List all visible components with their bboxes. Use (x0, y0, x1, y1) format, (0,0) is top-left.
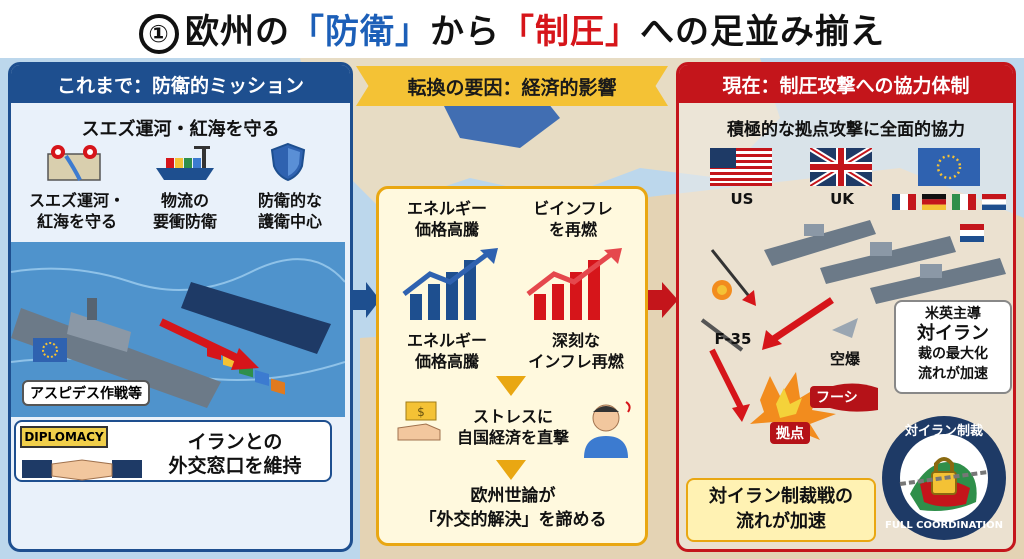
rising-red-chart-icon (526, 248, 622, 320)
title-part2: から (430, 12, 500, 53)
eu-flag-icon (918, 148, 980, 186)
shield-icon (270, 142, 306, 182)
rising-blue-chart-icon (402, 248, 498, 320)
us-flag-icon (710, 148, 772, 186)
arrow-right-icon (352, 282, 380, 318)
title-highlight-defense: 「防衛」 (290, 12, 430, 53)
worried-person-icon (584, 401, 631, 458)
warship-fleet-icon (764, 220, 1006, 304)
callout-text: 米英主導 対イラン 裁の最大化 流れが加速 (917, 306, 989, 382)
uk-flag-icon (810, 148, 872, 186)
left-panel-header: これまで：防衛的ミッション (11, 65, 350, 103)
flag-label-uk: UK (830, 190, 854, 208)
right-panel-header: 現在：制圧攻撃への協力体制 (679, 65, 1013, 103)
inflation-label-bottom: 深刻な インフレ再燃 (528, 331, 624, 371)
energy-price-label-top: エネルギー 価格高騰 (406, 199, 487, 239)
badge-bottom-text: FULL COORDINATION (885, 520, 1003, 531)
map-pin-icon (47, 145, 101, 181)
middle-panel (376, 186, 648, 546)
left-item-3-label: 防衛的な 護衛中心 (257, 191, 322, 231)
title-number: ① (139, 13, 179, 54)
left-item-2-label: 物流の 要衝防衛 (152, 191, 217, 231)
title-part3: への足並み揃え (640, 12, 885, 53)
title-highlight-suppression: 「制圧」 (500, 12, 640, 53)
f35-label: F-35 (714, 330, 752, 348)
diplomacy-text: イランとの 外交窓口を維持 (168, 431, 302, 477)
strike-scene (700, 249, 858, 422)
aspides-operation-label: アスピデス作戦等 (22, 380, 150, 406)
base-label: 拠点 (770, 422, 810, 444)
callout-box (894, 300, 1012, 394)
diplomacy-sign: DIPLOMACY (20, 426, 108, 448)
public-opinion-text: 欧州世論が 「外交的解決」を諦める (419, 486, 607, 530)
full-coordination-badge (882, 416, 1006, 540)
eu-member-flags-icon (892, 194, 1006, 210)
nl-flag-icon (960, 224, 984, 242)
final-conclusion-box (686, 478, 876, 542)
airstrike-label: 空爆 (829, 350, 860, 368)
right-panel-subtitle: 積極的な拠点攻撃に全面的協力 (727, 120, 965, 140)
money-hand-icon: $ (397, 401, 441, 441)
svg-text:$: $ (417, 405, 425, 419)
left-panel-subtitle: スエズ運河・紅海を守る (81, 119, 280, 140)
title-part1: 欧州の (185, 12, 290, 53)
arrow-right-icon (646, 282, 678, 318)
left-item-1-label: スエズ運河・ 紅海を守る (28, 191, 125, 231)
stress-text: ストレスに 自国経済を直撃 (456, 407, 569, 447)
houthi-label: フーシ (810, 386, 864, 408)
inflation-label-top: ビインフレ を再燃 (533, 199, 613, 239)
down-arrow-icon (496, 376, 526, 396)
middle-panel-header: 転換の要因：経済的影響 (356, 66, 668, 106)
energy-price-label-bottom: エネルギー 価格高騰 (406, 331, 487, 371)
down-arrow-icon (496, 460, 526, 480)
cargo-ship-icon (156, 146, 214, 180)
final-conclusion-text: 対イラン制裁戦の 流れが加速 (709, 486, 853, 532)
flag-label-us: US (730, 190, 754, 208)
handshake-icon (22, 459, 142, 481)
badge-top-text: 対イラン制裁 (904, 424, 983, 439)
